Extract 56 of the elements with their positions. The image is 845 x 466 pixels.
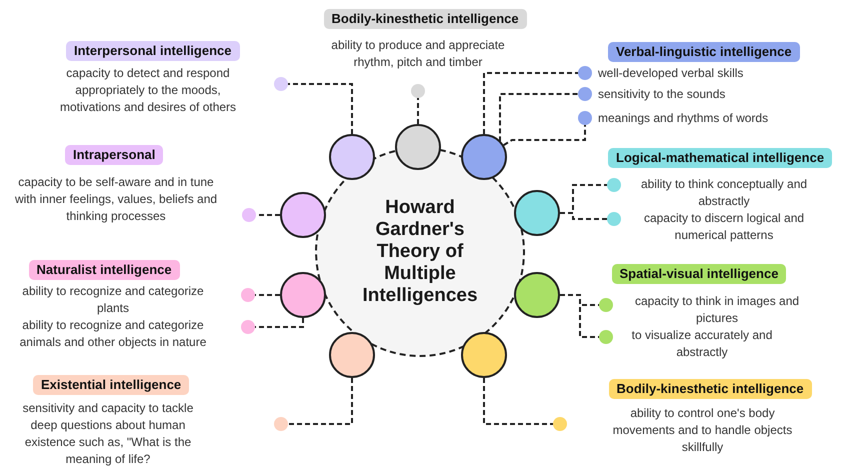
intelligence-circle — [329, 134, 375, 180]
intelligence-circle — [461, 134, 507, 180]
bullet-dot — [578, 111, 592, 125]
heading-tag: Logical-mathematical intelligence — [608, 148, 832, 168]
description-text: capacity to be self-aware and in tune with inner feelings, values, beliefs and thinking processes — [14, 174, 218, 225]
intelligence-circle — [280, 192, 326, 238]
bullet-dot — [578, 66, 592, 80]
connector-line — [255, 318, 304, 328]
description-text: sensitivity and capacity to tackle deep questions about human existence such as, "What is the meaning of life? — [22, 400, 194, 466]
connector-line — [483, 378, 553, 425]
connector-line — [288, 83, 353, 134]
intelligence-circle — [280, 272, 326, 318]
description-text: well-developed verbal skills — [598, 65, 744, 82]
connector-line — [503, 125, 586, 146]
bullet-dot — [607, 178, 621, 192]
heading-tag: Bodily-kinesthetic intelligence — [324, 9, 527, 29]
description-text: ability to control one's body movements and to handle objects skillfully — [612, 405, 794, 456]
connector-line — [560, 294, 599, 338]
description-text: meanings and rhythms of words — [598, 110, 770, 127]
bullet-dot — [553, 417, 567, 431]
bullet-dot — [411, 84, 425, 98]
connector-line — [483, 72, 578, 134]
intelligence-circle — [329, 332, 375, 378]
connector-line — [499, 93, 578, 144]
bullet-dot — [599, 330, 613, 344]
connector-line — [417, 98, 419, 124]
intelligence-circle — [461, 332, 507, 378]
connector-line — [256, 214, 280, 216]
intelligence-circle — [514, 190, 560, 236]
bullet-dot — [607, 212, 621, 226]
heading-tag: Interpersonal intelligence — [66, 41, 240, 61]
heading-tag: Existential intelligence — [33, 375, 190, 395]
bullet-dot — [241, 288, 255, 302]
heading-tag: Intrapersonal — [65, 145, 164, 165]
bullet-dot — [578, 87, 592, 101]
intelligence-circle — [514, 272, 560, 318]
description-text: ability to produce and appreciate rhythm, pitch and timber — [330, 37, 506, 71]
heading-tag: Naturalist intelligence — [28, 260, 180, 280]
heading-tag: Spatial-visual intelligence — [612, 264, 786, 284]
heading-tag: Bodily-kinesthetic intelligence — [608, 379, 812, 399]
description-text: to visualize accurately and abstractly — [630, 327, 774, 361]
connector-line — [560, 212, 607, 220]
description-text: sensitivity to the sounds — [598, 86, 726, 103]
bullet-dot — [599, 298, 613, 312]
description-text: capacity to discern logical and numerical patterns — [642, 210, 806, 244]
bullet-dot — [241, 320, 255, 334]
description-text: ability to recognize and categorize animals and other objects in nature — [18, 317, 208, 351]
description-text: capacity to detect and respond appropriately to the moods, motivations and desires of others — [58, 65, 238, 116]
connector-line — [255, 294, 280, 296]
heading-tag: Verbal-linguistic intelligence — [608, 42, 800, 62]
title-text: Howard Gardner's Theory of Multiple Intelligences — [361, 197, 479, 307]
bullet-dot — [274, 417, 288, 431]
bullet-dot — [274, 77, 288, 91]
bullet-dot — [242, 208, 256, 222]
intelligence-circle — [395, 124, 441, 170]
connector-line — [288, 378, 353, 425]
